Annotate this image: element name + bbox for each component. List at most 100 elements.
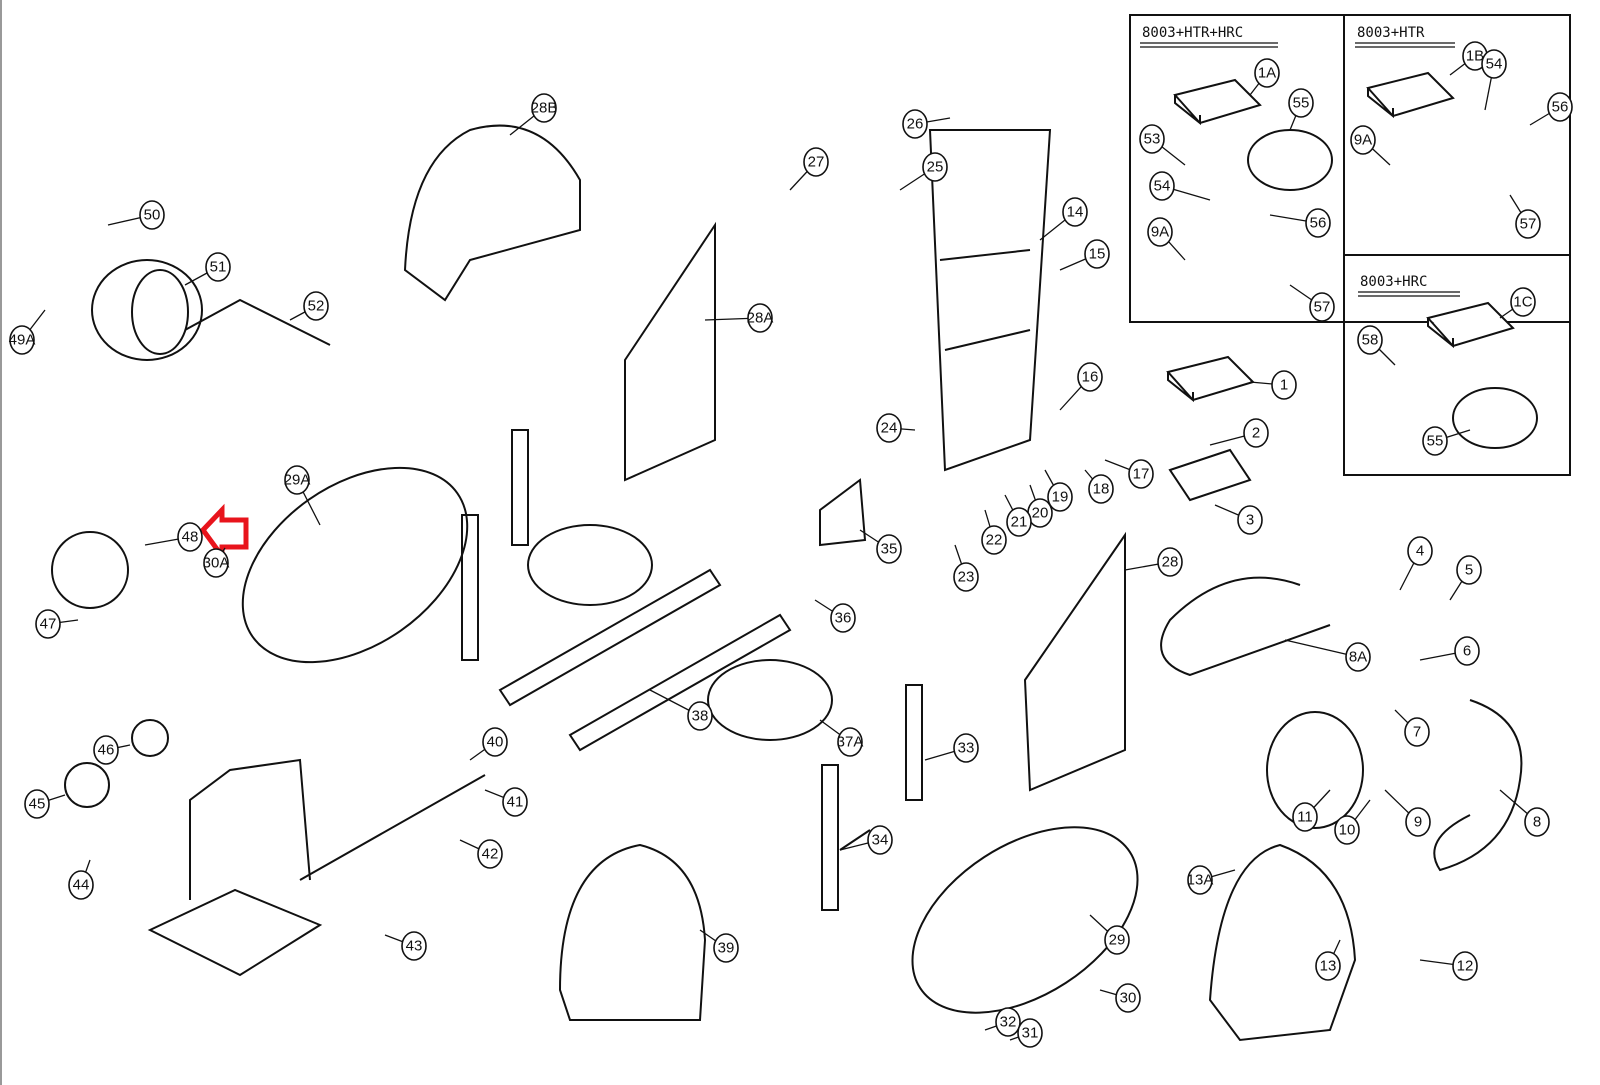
inset-0-callout-57: 57 — [1289, 284, 1335, 322]
callout-circle — [1157, 547, 1183, 577]
callout-30A: 30A — [203, 547, 230, 578]
callout-label: 17 — [1133, 466, 1150, 483]
callout-circle — [177, 522, 203, 552]
callout-circle — [93, 735, 119, 765]
callout-circle — [1271, 370, 1297, 400]
callout-21: 21 — [1004, 494, 1032, 537]
callout-circle — [1062, 197, 1088, 227]
callout-26: 26 — [902, 109, 951, 139]
callout-label: 56 — [1310, 215, 1327, 232]
callout-1: 1 — [1249, 370, 1297, 400]
callout-label: 27 — [808, 154, 825, 171]
callout-label: 58 — [1362, 332, 1379, 349]
console-1 — [1166, 355, 1255, 403]
inset-0-callout-53: 53 — [1139, 124, 1186, 166]
callout-41: 41 — [484, 787, 528, 817]
callout-circle — [1139, 124, 1165, 154]
callout-circle — [1243, 418, 1269, 448]
callout-4: 4 — [1399, 536, 1433, 591]
callout-22: 22 — [981, 509, 1007, 555]
callout-circle — [902, 109, 928, 139]
callout-42: 42 — [459, 839, 503, 869]
callout-19: 19 — [1044, 469, 1073, 512]
callout-7: 7 — [1394, 709, 1430, 747]
callout-label: 24 — [881, 420, 898, 437]
inset-0-callout-1A: 1A — [1249, 58, 1280, 96]
callout-8: 8 — [1499, 789, 1550, 837]
callout-label: 57 — [1520, 216, 1537, 233]
callout-label: 55 — [1427, 433, 1444, 450]
callout-label: 47 — [40, 616, 57, 633]
callout-3: 3 — [1214, 504, 1263, 535]
callout-label: 4 — [1416, 543, 1424, 560]
callout-circle — [205, 252, 231, 282]
console-1a — [1173, 78, 1262, 126]
inset-title-hrc: 8003+HRC — [1360, 274, 1427, 290]
callout-label: 29A — [284, 472, 311, 489]
callout-circle — [1452, 951, 1478, 981]
callout-circle — [1147, 217, 1173, 247]
callout-38: 38 — [649, 689, 713, 731]
callout-label: 35 — [881, 541, 898, 558]
callout-circle — [1254, 58, 1280, 88]
callout-label: 5 — [1465, 562, 1473, 579]
callout-label: 48 — [182, 529, 199, 546]
callout-label: 9 — [1414, 814, 1422, 831]
callout-circle — [876, 413, 902, 443]
callout-circle — [35, 609, 61, 639]
inset-2-callout-1C: 1C — [1499, 287, 1536, 319]
callout-51: 51 — [184, 252, 231, 286]
callout-circle — [68, 870, 94, 900]
callout-circle — [1187, 865, 1213, 895]
callout-50: 50 — [107, 200, 165, 230]
callout-layer: 505149A5228B2726251415161718192021222324… — [9, 41, 1573, 1048]
callout-circle — [1404, 717, 1430, 747]
callout-circle — [1515, 209, 1541, 239]
inset-1-callout-1B: 1B — [1449, 41, 1488, 76]
callout-circle — [1315, 951, 1341, 981]
inset-title-htr-hrc: 8003+HTR+HRC — [1142, 25, 1243, 41]
callout-circle — [1017, 1018, 1043, 1048]
callout-label: 54 — [1154, 178, 1171, 195]
callout-label: 3 — [1246, 512, 1254, 529]
callout-11: 11 — [1292, 789, 1331, 832]
callout-28: 28 — [1124, 547, 1183, 577]
callout-label: 1B — [1466, 48, 1484, 65]
callout-label: 46 — [98, 742, 115, 759]
callout-circle — [1237, 505, 1263, 535]
callout-46: 46 — [93, 735, 131, 765]
inset-1-callout-57: 57 — [1509, 194, 1541, 239]
callout-circle — [953, 733, 979, 763]
callout-29: 29 — [1089, 914, 1130, 955]
callout-label: 51 — [210, 259, 227, 276]
callout-label: 33 — [958, 740, 975, 757]
callout-circle — [502, 787, 528, 817]
callout-label: 9A — [1354, 132, 1372, 149]
callout-label: 55 — [1293, 95, 1310, 112]
callout-label: 37A — [837, 734, 864, 751]
callout-circle — [139, 200, 165, 230]
callout-label: 56 — [1552, 99, 1569, 116]
callout-circle — [830, 603, 856, 633]
callout-label: 53 — [1144, 131, 1161, 148]
callout-circle — [24, 789, 50, 819]
callout-label: 13A — [1187, 872, 1214, 889]
callout-5: 5 — [1449, 555, 1482, 601]
callout-label: 41 — [507, 794, 524, 811]
callout-18: 18 — [1084, 469, 1114, 504]
callout-8A: 8A — [1284, 639, 1371, 672]
callout-label: 36 — [835, 610, 852, 627]
callout-label: 14 — [1067, 204, 1084, 221]
inset-0-callout-54: 54 — [1149, 171, 1211, 201]
callout-circle — [1006, 507, 1032, 537]
callout-circle — [1309, 292, 1335, 322]
callout-circle — [482, 727, 508, 757]
console-1b — [1366, 71, 1455, 119]
callout-label: 30A — [203, 555, 230, 572]
callout-circle — [1481, 49, 1507, 79]
callout-label: 28A — [747, 310, 774, 327]
callout-circle — [837, 727, 863, 757]
callout-32: 32 — [984, 1007, 1021, 1037]
callout-label: 45 — [29, 796, 46, 813]
callout-circle — [747, 303, 773, 333]
